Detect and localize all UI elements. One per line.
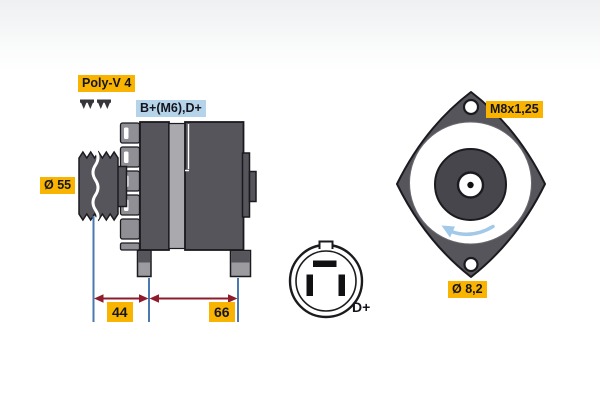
- label-belt-type: Poly-V 4: [78, 75, 136, 92]
- arrowhead-right: [228, 294, 238, 303]
- dimension-44-arrow: [94, 294, 149, 303]
- front-housing: [139, 121, 170, 251]
- label-thread-spec: M8x1,25: [486, 101, 543, 118]
- foot-upper: [138, 251, 150, 263]
- label-terminals: B+(M6),D+: [136, 100, 206, 117]
- belt-rib: [81, 102, 87, 109]
- belt-back: [97, 99, 111, 103]
- fin-vent-slot: [124, 151, 129, 163]
- shaft-center-point: [467, 181, 474, 189]
- rotation-direction-arrow-icon: [441, 224, 495, 238]
- pulley-break-line: [91, 149, 100, 222]
- connector-plug: [288, 240, 364, 319]
- mounting-foot-rear: [229, 249, 252, 278]
- housing-seam: [185, 124, 190, 172]
- rear-housing: [184, 121, 245, 251]
- belt-rib: [104, 102, 110, 109]
- belt-rib: [98, 102, 104, 109]
- label-mount-hole-diameter: Ø 8,2: [448, 281, 487, 298]
- belt-rib: [87, 102, 93, 109]
- connector-pin-top: [313, 260, 337, 267]
- poly-v-belt-icon: [80, 99, 111, 109]
- belt-section-glyph: [97, 99, 111, 109]
- label-dimension-66: 66: [209, 302, 235, 322]
- arrowhead-right: [139, 294, 149, 303]
- foot-upper: [231, 251, 250, 263]
- dimension-lines: [92, 216, 239, 322]
- connector-pin-left: [306, 274, 313, 296]
- fin-block: [119, 122, 141, 144]
- label-connector-terminal: D+: [352, 299, 371, 315]
- fin-block: [119, 242, 141, 251]
- label-pulley-diameter: Ø 55: [40, 177, 76, 194]
- mounting-hole-top: [462, 98, 480, 116]
- belt-section-glyph: [80, 99, 94, 109]
- pulley: [78, 149, 119, 222]
- mounting-foot-front: [136, 249, 152, 278]
- connector-inner-ring: [295, 250, 357, 312]
- arrowhead-left: [94, 294, 104, 303]
- fin-block: [119, 146, 141, 168]
- fin-vent-slot: [124, 127, 129, 139]
- fin-block: [119, 218, 141, 240]
- label-dimension-44: 44: [107, 302, 133, 322]
- side-view: [78, 121, 257, 278]
- dimension-66-arrow: [149, 294, 238, 303]
- mounting-hole-bottom: [463, 256, 479, 273]
- terminal-boss-outer: [241, 152, 251, 218]
- rear-view: [396, 91, 546, 278]
- connector-key-tab: [318, 240, 334, 249]
- stator-band: [168, 122, 186, 250]
- arrowhead-left: [149, 294, 159, 303]
- rotation-arc: [449, 224, 495, 237]
- belt-back: [80, 99, 94, 103]
- connector-pin-right: [338, 274, 345, 296]
- terminal-boss-stud: [248, 170, 257, 203]
- rotation-arrowhead: [441, 225, 455, 238]
